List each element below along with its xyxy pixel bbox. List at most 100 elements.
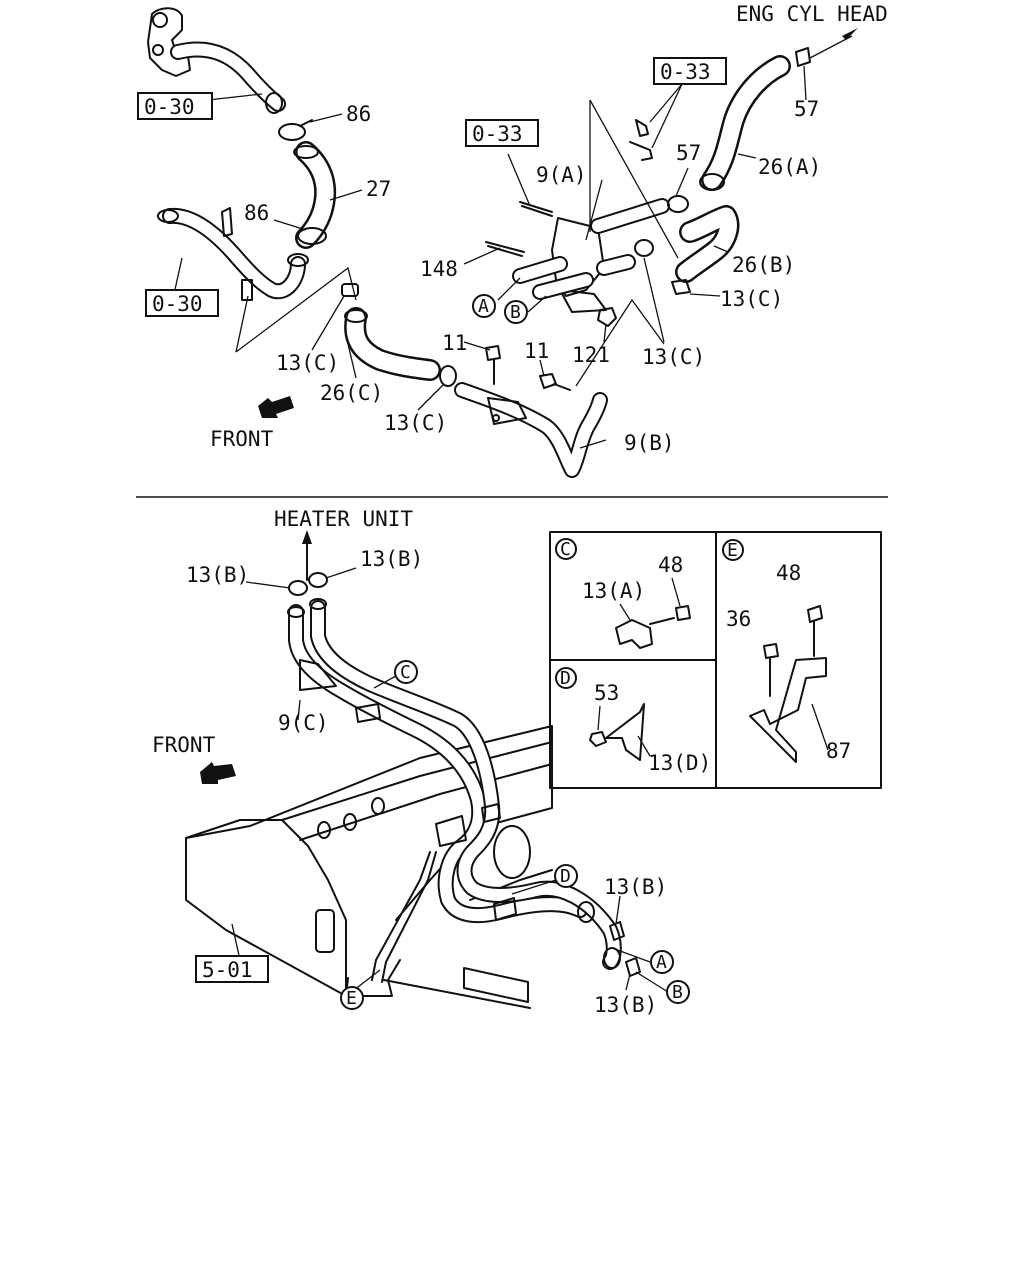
ref-box-501 bbox=[195, 955, 269, 983]
label-11-left: 11 bbox=[442, 331, 467, 355]
hose-26c bbox=[344, 307, 441, 381]
callout-b-bottom-text: B bbox=[672, 982, 683, 1003]
label-26a: 26(A) bbox=[758, 155, 821, 179]
label-11-right: 11 bbox=[524, 339, 549, 363]
detail-d-label-53: 53 bbox=[594, 681, 619, 705]
detail-c-tag-text: C bbox=[560, 539, 571, 560]
detail-e-label-87: 87 bbox=[826, 739, 851, 763]
label-86-upper: 86 bbox=[346, 102, 371, 126]
label-13c-left: 13(C) bbox=[276, 351, 339, 375]
bottom-leader-lines bbox=[231, 567, 669, 993]
bolt-11-left bbox=[485, 345, 501, 385]
clamp-13c-right bbox=[671, 279, 691, 295]
label-13b-lower-1: 13(B) bbox=[604, 875, 667, 899]
top-leader-lines bbox=[173, 35, 853, 449]
callout-d-bottom bbox=[554, 864, 578, 888]
bolt-upper-right bbox=[629, 119, 653, 161]
front-label-top: FRONT bbox=[210, 427, 274, 451]
detail-e-label-36: 36 bbox=[726, 607, 751, 631]
label-26b: 26(B) bbox=[732, 253, 795, 277]
detail-d-tag bbox=[555, 667, 577, 689]
callout-a-top-text: A bbox=[478, 296, 489, 317]
hose-27 bbox=[293, 141, 337, 249]
label-9c: 9(C) bbox=[278, 711, 329, 735]
front-arrow-bottom bbox=[200, 762, 236, 784]
hose-26a bbox=[699, 55, 791, 191]
pipe-9c bbox=[287, 598, 622, 970]
clamp-13c-right2 bbox=[634, 239, 654, 257]
clamp-57-upper bbox=[795, 47, 811, 67]
label-26c: 26(C) bbox=[320, 381, 383, 405]
callout-e-text: E bbox=[346, 988, 357, 1009]
detail-c-label-13a: 13(A) bbox=[582, 579, 645, 603]
label-13b-lower-2: 13(B) bbox=[594, 993, 657, 1017]
hose-26b bbox=[675, 205, 740, 283]
clamp-86-lower bbox=[297, 227, 327, 245]
front-label-bottom: FRONT bbox=[152, 733, 216, 757]
label-13c-mid: 13(C) bbox=[384, 411, 447, 435]
bracket-assembly-9a bbox=[512, 198, 670, 313]
detail-e-tag bbox=[722, 539, 744, 561]
upper-water-pipe bbox=[170, 41, 286, 114]
stud-upper bbox=[519, 201, 553, 217]
label-13b-top-right: 13(B) bbox=[360, 547, 423, 571]
callout-a-top bbox=[472, 294, 496, 318]
detail-c-tag bbox=[555, 538, 577, 560]
front-arrow-top bbox=[258, 396, 294, 418]
bracket-e-rod bbox=[371, 851, 437, 983]
label-57-right: 57 bbox=[794, 97, 819, 121]
engine-outlet-housing bbox=[147, 7, 191, 77]
clamp-57-lower bbox=[667, 195, 689, 213]
lower-water-pipe bbox=[157, 207, 309, 301]
label-9a: 9(A) bbox=[536, 163, 587, 187]
callout-c-text: C bbox=[400, 662, 411, 683]
callout-a-bottom-text: A bbox=[656, 952, 667, 973]
label-57-mid: 57 bbox=[676, 141, 701, 165]
detail-d-tag-text: D bbox=[560, 668, 571, 689]
ref-033-left-text: 0-33 bbox=[472, 122, 523, 146]
label-148: 148 bbox=[420, 257, 458, 281]
detail-d-parts bbox=[589, 703, 651, 761]
callout-d-text: D bbox=[560, 866, 571, 887]
label-121: 121 bbox=[572, 343, 610, 367]
callout-b-top-text: B bbox=[510, 302, 521, 323]
eng-cyl-head-arrow bbox=[842, 28, 858, 40]
pipe-9b bbox=[454, 382, 608, 478]
ref-box-030-upper bbox=[137, 92, 213, 120]
eng-cyl-head-label: ENG CYL HEAD bbox=[736, 2, 888, 26]
clamp-13c-left bbox=[341, 283, 359, 297]
callout-b-bottom bbox=[666, 980, 690, 1004]
stud-148 bbox=[485, 241, 525, 257]
callout-b-top bbox=[504, 300, 528, 324]
detail-c-parts bbox=[615, 577, 691, 649]
callout-a-bottom bbox=[650, 950, 674, 974]
ref-501-text: 5-01 bbox=[202, 958, 253, 982]
detail-frame bbox=[549, 531, 882, 789]
nut-121 bbox=[597, 307, 617, 327]
ref-box-033-right bbox=[653, 57, 727, 85]
ref-033-right-text: 0-33 bbox=[660, 60, 711, 84]
detail-c-label-48: 48 bbox=[658, 553, 683, 577]
clamp-13c-mid bbox=[439, 365, 457, 387]
detail-e-tag-text: E bbox=[727, 540, 738, 561]
detail-e-parts bbox=[749, 605, 829, 763]
detail-d-label-13d: 13(D) bbox=[648, 751, 711, 775]
bolt-11-right bbox=[539, 373, 571, 391]
label-9b: 9(B) bbox=[624, 431, 675, 455]
ref-box-030-lower bbox=[145, 289, 219, 317]
label-27: 27 bbox=[366, 177, 391, 201]
callout-e-bottom bbox=[340, 986, 364, 1010]
ref-030-lower-text: 0-30 bbox=[152, 292, 203, 316]
ref-030-upper-text: 0-30 bbox=[144, 95, 195, 119]
label-13c-right: 13(C) bbox=[720, 287, 783, 311]
label-13b-top-left: 13(B) bbox=[186, 563, 249, 587]
label-13c-right2: 13(C) bbox=[642, 345, 705, 369]
heater-unit-label: HEATER UNIT bbox=[274, 507, 413, 531]
clamp-86-upper bbox=[278, 119, 313, 141]
detail-e-label-48: 48 bbox=[776, 561, 801, 585]
label-86-lower: 86 bbox=[244, 201, 269, 225]
ref-box-033-left bbox=[465, 119, 539, 147]
callout-c-bottom bbox=[394, 660, 418, 684]
heater-unit-arrow bbox=[302, 530, 312, 581]
